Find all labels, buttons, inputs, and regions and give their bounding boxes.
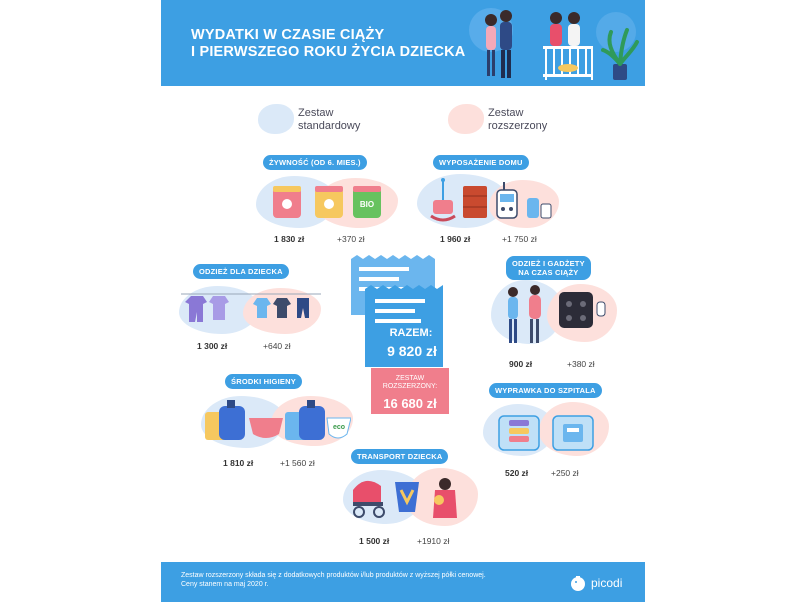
family-illustration [469, 8, 639, 80]
category-home-label: WYPOSAŻENIE DOMU [433, 155, 529, 170]
page-title: WYDATKI W CZASIE CIĄŻY I PIERWSZEGO ROKU… [191, 27, 471, 61]
extended-total-label-line-1: ZESTAW [395, 375, 425, 382]
total-value: 9 820 zł [387, 343, 437, 359]
maternity-items-icon [508, 285, 606, 343]
baby-clothes-icon [181, 293, 321, 322]
hospital-standard-value: 520 zł [505, 468, 529, 478]
footer-note-line-1: Zestaw rozszerzony składa się z dodatkow… [181, 572, 486, 579]
picodi-logo: picodi [569, 574, 639, 592]
category-maternity-label: ODZIEŻ I GADŻETY NA CZAS CIĄŻY [506, 256, 591, 280]
food-standard-value: 1 830 zł [274, 234, 305, 244]
legend-standard: Zestaw standardowy [258, 104, 388, 138]
category-hygiene-label: ŚRODKI HIGIENY [225, 374, 302, 389]
transport-extended-value: +1910 zł [417, 536, 450, 546]
hygiene-extended-value: +1 560 zł [280, 458, 315, 468]
eco-text: eco [333, 424, 345, 431]
category-clothes-label: ODZIEŻ DLA DZIECKA [193, 264, 289, 279]
header-banner: WYDATKI W CZASIE CIĄŻY I PIERWSZEGO ROKU… [161, 0, 645, 86]
category-hospital-label: WYPRAWKA DO SZPITALA [489, 383, 602, 398]
maternity-label-line-2: NA CZAS CIĄŻY [518, 268, 579, 277]
bio-jar-label: BIO [360, 200, 374, 209]
legend-standard-label: Zestaw standardowy [298, 107, 361, 132]
footer-note-line-2: Ceny stanem na maj 2020 r. [181, 581, 269, 588]
footer-note: Zestaw rozszerzony składa się z dodatkow… [181, 571, 581, 589]
extended-total-box [371, 368, 449, 414]
infographic: WYDATKI W CZASIE CIĄŻY I PIERWSZEGO ROKU… [161, 0, 645, 602]
piggy-bank-icon [571, 576, 585, 591]
receipts-illustration [351, 255, 443, 367]
category-food-label: ŻYWNOŚĆ (OD 6. MIES.) [263, 155, 367, 170]
maternity-standard-value: 900 zł [509, 359, 533, 369]
total-label: RAZEM: [389, 327, 433, 339]
hospital-extended-value: +250 zł [551, 468, 579, 478]
logo-text: picodi [591, 576, 623, 590]
category-transport-label: TRANSPORT DZIECKA [351, 449, 449, 464]
hospital-bags-icon [498, 415, 594, 451]
maternity-extended-value: +380 zł [567, 359, 595, 369]
title-line-1: WYDATKI W CZASIE CIĄŻY [191, 27, 385, 43]
home-extended-value: +1 750 zł [502, 234, 537, 244]
extended-total-value: 16 680 zł [383, 396, 437, 411]
food-extended-value: +370 zł [337, 234, 365, 244]
home-standard-value: 1 960 zł [440, 234, 471, 244]
legend-extended: Zestaw rozszerzony [448, 104, 578, 138]
title-line-2: I PIERWSZEGO ROKU ŻYCIA DZIECKA [191, 44, 466, 60]
legend-extended-label: Zestaw rozszerzony [488, 107, 548, 132]
maternity-label-line-1: ODZIEŻ I GADŻETY [512, 259, 585, 268]
hygiene-standard-value: 1 810 zł [223, 458, 254, 468]
extended-total-label-line-2: ROZSZERZONY: [382, 383, 438, 390]
clothes-standard-value: 1 300 zł [197, 341, 228, 351]
clothes-extended-value: +640 zł [263, 341, 291, 351]
hygiene-products-icon: eco [205, 400, 351, 440]
baby-food-jars-icon: BIO [273, 186, 381, 218]
legend-extended-swatch [448, 104, 484, 134]
stroller-and-car-seat-icon [353, 478, 457, 518]
transport-standard-value: 1 500 zł [359, 536, 390, 546]
extended-total-label: ZESTAW ROZSZERZONY: [371, 375, 449, 391]
legend-standard-swatch [258, 104, 294, 134]
home-equipment-icon [430, 178, 552, 222]
footer: Zestaw rozszerzony składa się z dodatkow… [161, 562, 645, 602]
